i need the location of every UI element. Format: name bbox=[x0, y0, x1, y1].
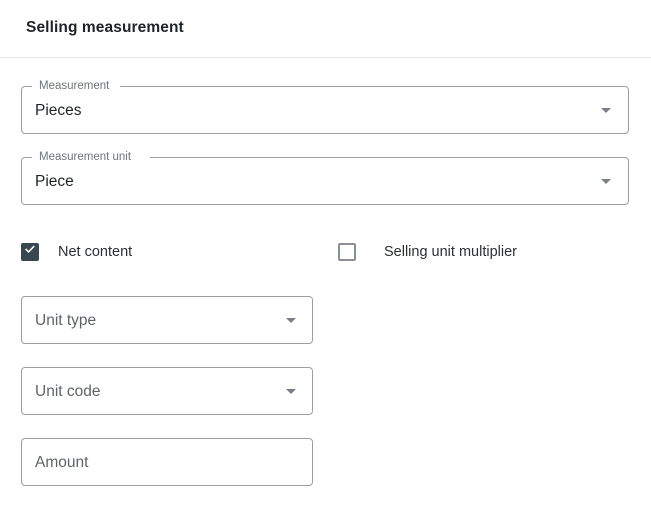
measurement-unit-value: Piece bbox=[35, 173, 74, 190]
chevron-down-icon[interactable] bbox=[286, 318, 296, 323]
chevron-down-icon[interactable] bbox=[601, 179, 611, 184]
panel-header: Selling measurement bbox=[0, 0, 651, 58]
unit-code-select[interactable]: Unit code bbox=[21, 367, 313, 415]
amount-placeholder: Amount bbox=[35, 454, 89, 471]
unit-type-select[interactable]: Unit type bbox=[21, 296, 313, 344]
chevron-down-icon[interactable] bbox=[601, 108, 611, 113]
checkbox-checked-icon[interactable] bbox=[21, 243, 39, 261]
checkbox-row: Net content Selling unit multiplier bbox=[0, 242, 651, 262]
checkbox-unchecked-icon[interactable] bbox=[338, 243, 356, 261]
checkmark-icon bbox=[25, 245, 35, 254]
measurement-unit-label: Measurement unit bbox=[36, 150, 135, 164]
unit-code-placeholder: Unit code bbox=[35, 383, 101, 400]
unit-type-placeholder: Unit type bbox=[35, 312, 97, 329]
measurement-value: Pieces bbox=[35, 102, 82, 119]
checkbox-selling-unit-multiplier[interactable]: Selling unit multiplier bbox=[338, 242, 517, 262]
measurement-label: Measurement bbox=[36, 79, 113, 93]
measurement-select[interactable]: Measurement Pieces bbox=[21, 79, 629, 134]
checkbox-net-content-label: Net content bbox=[58, 244, 133, 260]
checkbox-selling-unit-multiplier-label: Selling unit multiplier bbox=[384, 244, 517, 260]
amount-input[interactable]: Amount bbox=[21, 438, 313, 486]
chevron-down-icon[interactable] bbox=[286, 389, 296, 394]
checkbox-net-content[interactable]: Net content bbox=[21, 242, 132, 262]
measurement-unit-select[interactable]: Measurement unit Piece bbox=[21, 150, 629, 205]
page-title: Selling measurement bbox=[26, 19, 184, 36]
